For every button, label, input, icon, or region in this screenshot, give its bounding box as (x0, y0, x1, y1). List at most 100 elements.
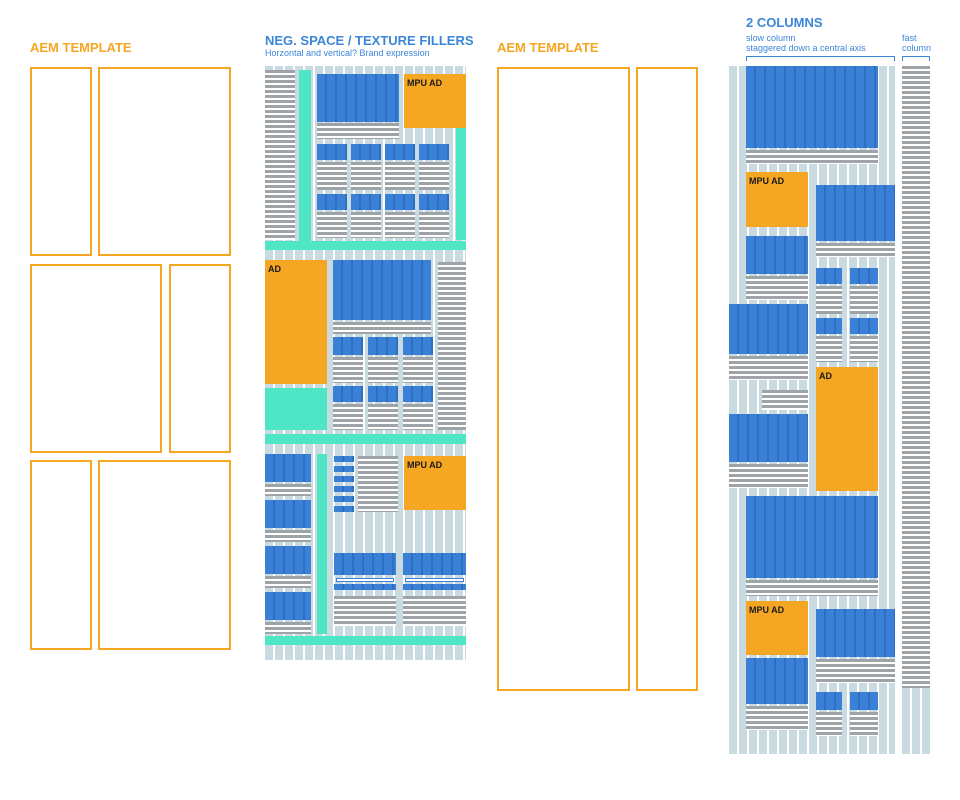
texture-middle-feature (333, 260, 431, 320)
texture-mpu-ad-top: MPU AD (404, 74, 466, 128)
template-1-slot-4 (169, 264, 231, 453)
columns-wide-block-2 (729, 414, 808, 462)
texture-filler-below-ad (265, 388, 327, 430)
texture-card-top-1 (351, 144, 381, 160)
texture-bottom-card-right (403, 553, 466, 575)
texture-fillers-subtitle: Horzontal and vertical? Brand expression (265, 48, 430, 58)
slow-column-label: slow column staggered down a central axi… (746, 33, 866, 53)
columns-fast-lines (902, 66, 930, 688)
texture-mid-card-lines-2 (403, 357, 433, 383)
texture-card-mid-1 (351, 194, 381, 210)
columns-right-small-lines-d (850, 336, 878, 362)
fast-column-bracket (902, 56, 930, 61)
texture-mid-card-lines-0 (333, 357, 363, 383)
texture-bottom-card-left-base (334, 584, 396, 590)
texture-mini-list-3 (334, 486, 354, 492)
texture-mid-card-low-lines-2 (403, 404, 433, 430)
texture-card-top-0 (317, 144, 347, 160)
columns-right-small-2b (850, 318, 878, 334)
texture-mid-card-low-2 (403, 386, 433, 402)
texture-card-mid-lines-0 (317, 212, 347, 238)
texture-left-stack-lines-0 (265, 484, 311, 496)
texture-card-top-3 (419, 144, 449, 160)
texture-left-stack-lines-3 (265, 622, 311, 634)
slow-column-label-line-1: slow column (746, 33, 796, 43)
columns-right-small-lines-a (816, 286, 842, 314)
texture-card-top-lines-1 (351, 162, 381, 190)
columns-right-small-3b (850, 692, 878, 710)
columns-wide-block-1-lines (729, 356, 808, 380)
texture-bottom-mid-lines (358, 456, 398, 512)
fast-column-label: fast column (902, 33, 931, 53)
columns-mpu-ad-1-label: MPU AD (749, 176, 785, 186)
texture-horizontal-filler-1 (265, 241, 466, 250)
fast-column-label-line-2: column (902, 43, 932, 53)
columns-ad: AD (816, 367, 878, 491)
texture-ad-left: AD (265, 260, 327, 384)
template-1-slot-6 (98, 460, 231, 650)
texture-bottom-card-right-base (403, 584, 466, 590)
texture-hero-lines (317, 123, 399, 139)
template-2-main-column (497, 67, 630, 691)
texture-fillers-title: NEG. SPACE / TEXTURE FILLERS (265, 33, 474, 48)
columns-right-small-lines-f (850, 712, 878, 736)
texture-card-top-lines-2 (385, 162, 415, 190)
aem-template-title-2: AEM TEMPLATE (497, 40, 599, 55)
columns-right-card-2-lines (816, 659, 895, 683)
texture-left-stack-block-1 (265, 500, 311, 528)
columns-right-small-2a (816, 318, 842, 334)
columns-left-card-1 (746, 236, 808, 274)
columns-right-small-lines-c (816, 336, 842, 362)
slow-column-label-line-2: staggered down a central axis (746, 43, 866, 53)
texture-mpu-ad-bottom: MPU AD (404, 456, 466, 510)
columns-big-block (746, 496, 878, 578)
columns-right-small-lines-e (816, 712, 842, 736)
aem-template-title-1: AEM TEMPLATE (30, 40, 132, 55)
columns-left-card-2 (746, 658, 808, 704)
texture-mid-card-low-1 (368, 386, 398, 402)
texture-horizontal-filler-3 (265, 636, 466, 645)
columns-indent-lines (762, 390, 808, 410)
columns-wide-block-1 (729, 304, 808, 354)
texture-vertical-filler-right (456, 128, 466, 240)
texture-left-stack-block-0 (265, 454, 311, 482)
texture-mid-card-low-lines-0 (333, 404, 363, 430)
texture-left-stack-block-3 (265, 592, 311, 620)
texture-card-mid-3 (419, 194, 449, 210)
texture-mpu-ad-bottom-label: MPU AD (407, 460, 443, 470)
columns-right-small-lines-b (850, 286, 878, 314)
texture-card-mid-lines-1 (351, 212, 381, 238)
texture-mini-list-0 (334, 456, 354, 462)
texture-mid-card-low-0 (333, 386, 363, 402)
texture-card-top-lines-3 (419, 162, 449, 190)
texture-mid-card-lines-1 (368, 357, 398, 383)
template-1-slot-3 (30, 264, 162, 453)
columns-mpu-ad-2: MPU AD (746, 601, 808, 655)
texture-card-top-lines-0 (317, 162, 347, 190)
texture-card-mid-0 (317, 194, 347, 210)
two-columns-title: 2 COLUMNS (746, 15, 823, 30)
texture-mid-right-lines (438, 262, 466, 430)
texture-card-top-2 (385, 144, 415, 160)
texture-vertical-filler-bottom (317, 454, 327, 634)
template-1-slot-5 (30, 460, 92, 650)
texture-mid-card-1 (368, 337, 398, 355)
texture-mini-list-4 (334, 496, 354, 502)
texture-bottom-lines-1 (334, 596, 396, 626)
texture-bottom-lines-2 (403, 596, 466, 626)
texture-horizontal-filler-2 (265, 434, 466, 444)
texture-left-stack-lines-1 (265, 530, 311, 542)
texture-bottom-card-right-bar (405, 578, 464, 582)
texture-mini-list-5 (334, 506, 354, 512)
texture-mini-list-1 (334, 466, 354, 472)
columns-ad-label: AD (819, 371, 832, 381)
texture-middle-feature-lines (333, 322, 431, 334)
texture-mid-card-2 (403, 337, 433, 355)
texture-ad-left-label: AD (268, 264, 281, 274)
columns-slow-hero (746, 66, 878, 148)
template-1-slot-1 (30, 67, 92, 256)
template-1-slot-2 (98, 67, 231, 256)
columns-right-small-3a (816, 692, 842, 710)
columns-mpu-ad-1: MPU AD (746, 172, 808, 227)
